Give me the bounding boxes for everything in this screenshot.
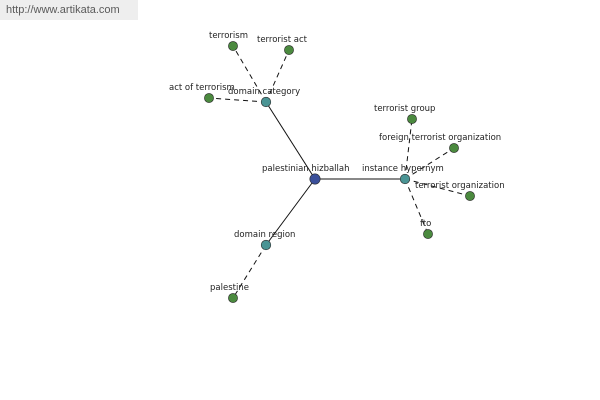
leaf-node-terrorist-act-label: terrorist act — [257, 35, 308, 45]
leaf-node-foreign-terrorist-organization[interactable]: foreign terrorist organization — [379, 133, 501, 153]
leaf-node-terrorist-group-label: terrorist group — [374, 104, 435, 114]
edge-domain-category-to-terrorism — [232, 45, 267, 103]
edge-instance-hypernym-to-foreign-terrorist-organization — [404, 147, 455, 180]
leaf-node-terrorist-group[interactable]: terrorist group — [374, 104, 435, 124]
edge-domain-category-to-act-of-terrorism — [208, 97, 267, 103]
leaf-node-terrorist-organization-label: terrorist organization — [415, 181, 505, 191]
edge-root-to-domain-category — [265, 101, 316, 180]
relation-node-instance-hypernym-label: instance hypernym — [362, 164, 444, 174]
leaf-node-palestine-marker[interactable] — [228, 293, 238, 303]
relation-node-domain-region-marker[interactable] — [260, 239, 272, 251]
root-node-palestinian-hizballah-label: palestinian hizballah — [262, 164, 350, 174]
leaf-node-act-of-terrorism[interactable]: act of terrorism — [169, 83, 235, 103]
leaf-node-terrorist-organization[interactable]: terrorist organization — [415, 181, 505, 201]
leaf-node-act-of-terrorism-marker[interactable] — [204, 93, 214, 103]
leaf-node-palestine-label: palestine — [210, 283, 249, 293]
leaf-node-terrorist-act[interactable]: terrorist act — [257, 35, 308, 55]
edge-root-to-domain-region — [265, 178, 316, 246]
relation-node-instance-hypernym-marker[interactable] — [399, 173, 411, 185]
relation-node-domain-category[interactable]: domain category — [228, 87, 300, 108]
relation-node-domain-category-label: domain category — [228, 87, 300, 97]
leaf-node-fto[interactable]: fto — [420, 219, 433, 239]
root-node-palestinian-hizballah-marker[interactable] — [309, 173, 321, 185]
leaf-node-terrorist-group-marker[interactable] — [407, 114, 417, 124]
leaf-node-fto-label: fto — [420, 219, 431, 229]
edge-instance-hypernym-to-terrorist-organization — [404, 178, 471, 197]
edge-domain-region-to-palestine — [232, 244, 267, 299]
edge-domain-category-to-terrorist-act — [265, 49, 290, 103]
relation-node-domain-region-label: domain region — [234, 230, 295, 240]
leaf-node-foreign-terrorist-organization-marker[interactable] — [449, 143, 459, 153]
leaf-node-act-of-terrorism-label: act of terrorism — [169, 83, 235, 93]
source-url-banner[interactable]: http://www.artikata.com — [0, 0, 138, 20]
leaf-node-foreign-terrorist-organization-label: foreign terrorist organization — [379, 133, 501, 143]
leaf-node-terrorist-act-marker[interactable] — [284, 45, 294, 55]
edge-instance-hypernym-to-terrorist-group — [404, 118, 413, 180]
edge-instance-hypernym-to-fto — [404, 178, 429, 235]
leaf-node-fto-marker[interactable] — [423, 229, 433, 239]
leaf-node-palestine[interactable]: palestine — [210, 283, 249, 303]
root-node-palestinian-hizballah[interactable]: palestinian hizballah — [262, 164, 350, 185]
leaf-node-terrorism-marker[interactable] — [228, 41, 238, 51]
leaf-node-terrorist-organization-marker[interactable] — [465, 191, 475, 201]
relation-node-domain-region[interactable]: domain region — [234, 230, 295, 251]
leaf-node-terrorism-label: terrorism — [209, 31, 248, 41]
leaf-node-terrorism[interactable]: terrorism — [209, 31, 248, 51]
relation-node-instance-hypernym[interactable]: instance hypernym — [362, 164, 444, 185]
graph-edges — [208, 45, 471, 299]
relation-node-domain-category-marker[interactable] — [260, 96, 272, 108]
